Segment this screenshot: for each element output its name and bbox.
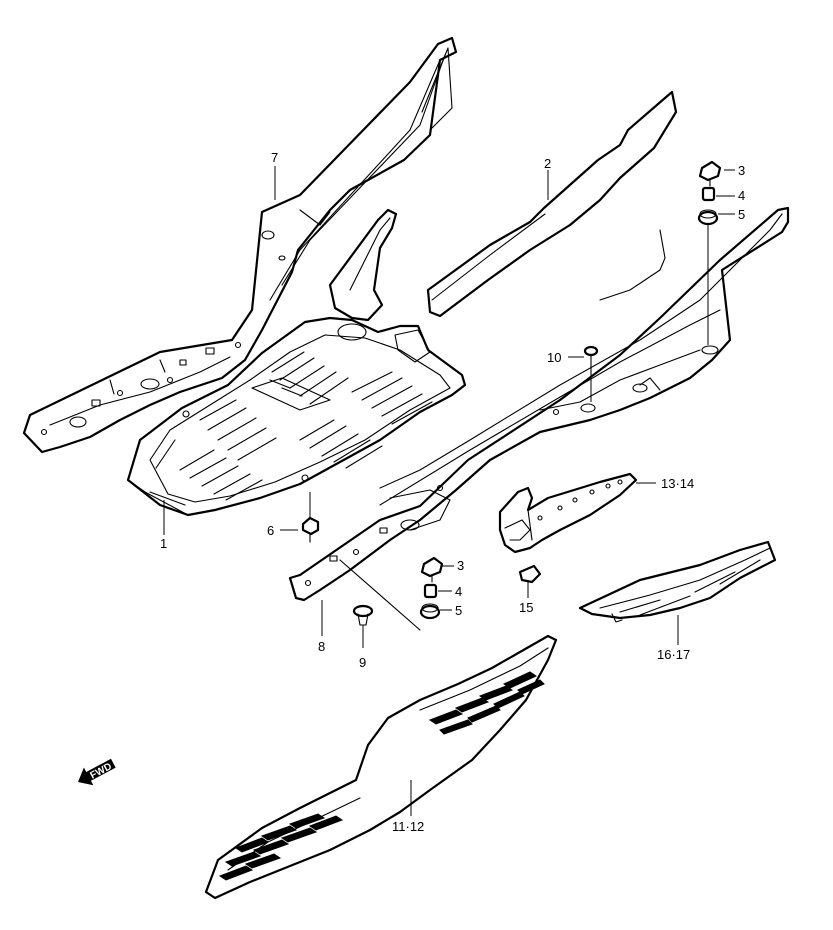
callout-13-14: 13·14	[661, 476, 694, 491]
callout-10: 10	[547, 350, 561, 365]
fwd-label: FWD	[88, 761, 113, 781]
callout-11-12: 11·12	[392, 819, 424, 834]
part-13-14-bracket	[498, 472, 638, 554]
fastener-9	[352, 604, 374, 626]
callout-3-upper: 3	[738, 163, 745, 178]
callout-3-lower: 3	[457, 558, 464, 573]
callout-4-lower: 4	[455, 584, 462, 599]
clip-6	[301, 492, 320, 543]
part-7-front-panel	[22, 36, 458, 454]
callout-7: 7	[271, 150, 278, 165]
callout-16-17: 16·17	[657, 647, 690, 662]
callout-6: 6	[267, 523, 274, 538]
callout-5-lower: 5	[455, 603, 462, 618]
callout-4-upper: 4	[738, 188, 745, 203]
skirt-vents	[218, 671, 545, 881]
callout-labels: 1 2 7 3 4 5 10 13·14 6 3 4 5 15 8 9 16·1…	[160, 150, 745, 834]
leader-lines	[163, 166, 735, 816]
callout-2: 2	[544, 156, 551, 171]
callout-15: 15	[519, 600, 533, 615]
part-11-12-skirt	[204, 634, 558, 900]
part-2-side-cover	[426, 90, 678, 318]
bolt-15	[518, 564, 542, 584]
callout-5-upper: 5	[738, 207, 745, 222]
floor-ridges	[179, 351, 433, 501]
hardware-upper	[697, 160, 722, 345]
callout-9: 9	[359, 655, 366, 670]
part-16-17-step-plate	[578, 540, 777, 623]
fwd-arrow-icon: FWD	[78, 758, 116, 786]
callout-8: 8	[318, 639, 325, 654]
callout-1: 1	[160, 536, 167, 551]
part-8-side-rail	[288, 206, 790, 631]
hardware-lower	[419, 556, 444, 620]
screw-10	[583, 345, 599, 402]
part-1-floor-panel	[126, 208, 467, 517]
